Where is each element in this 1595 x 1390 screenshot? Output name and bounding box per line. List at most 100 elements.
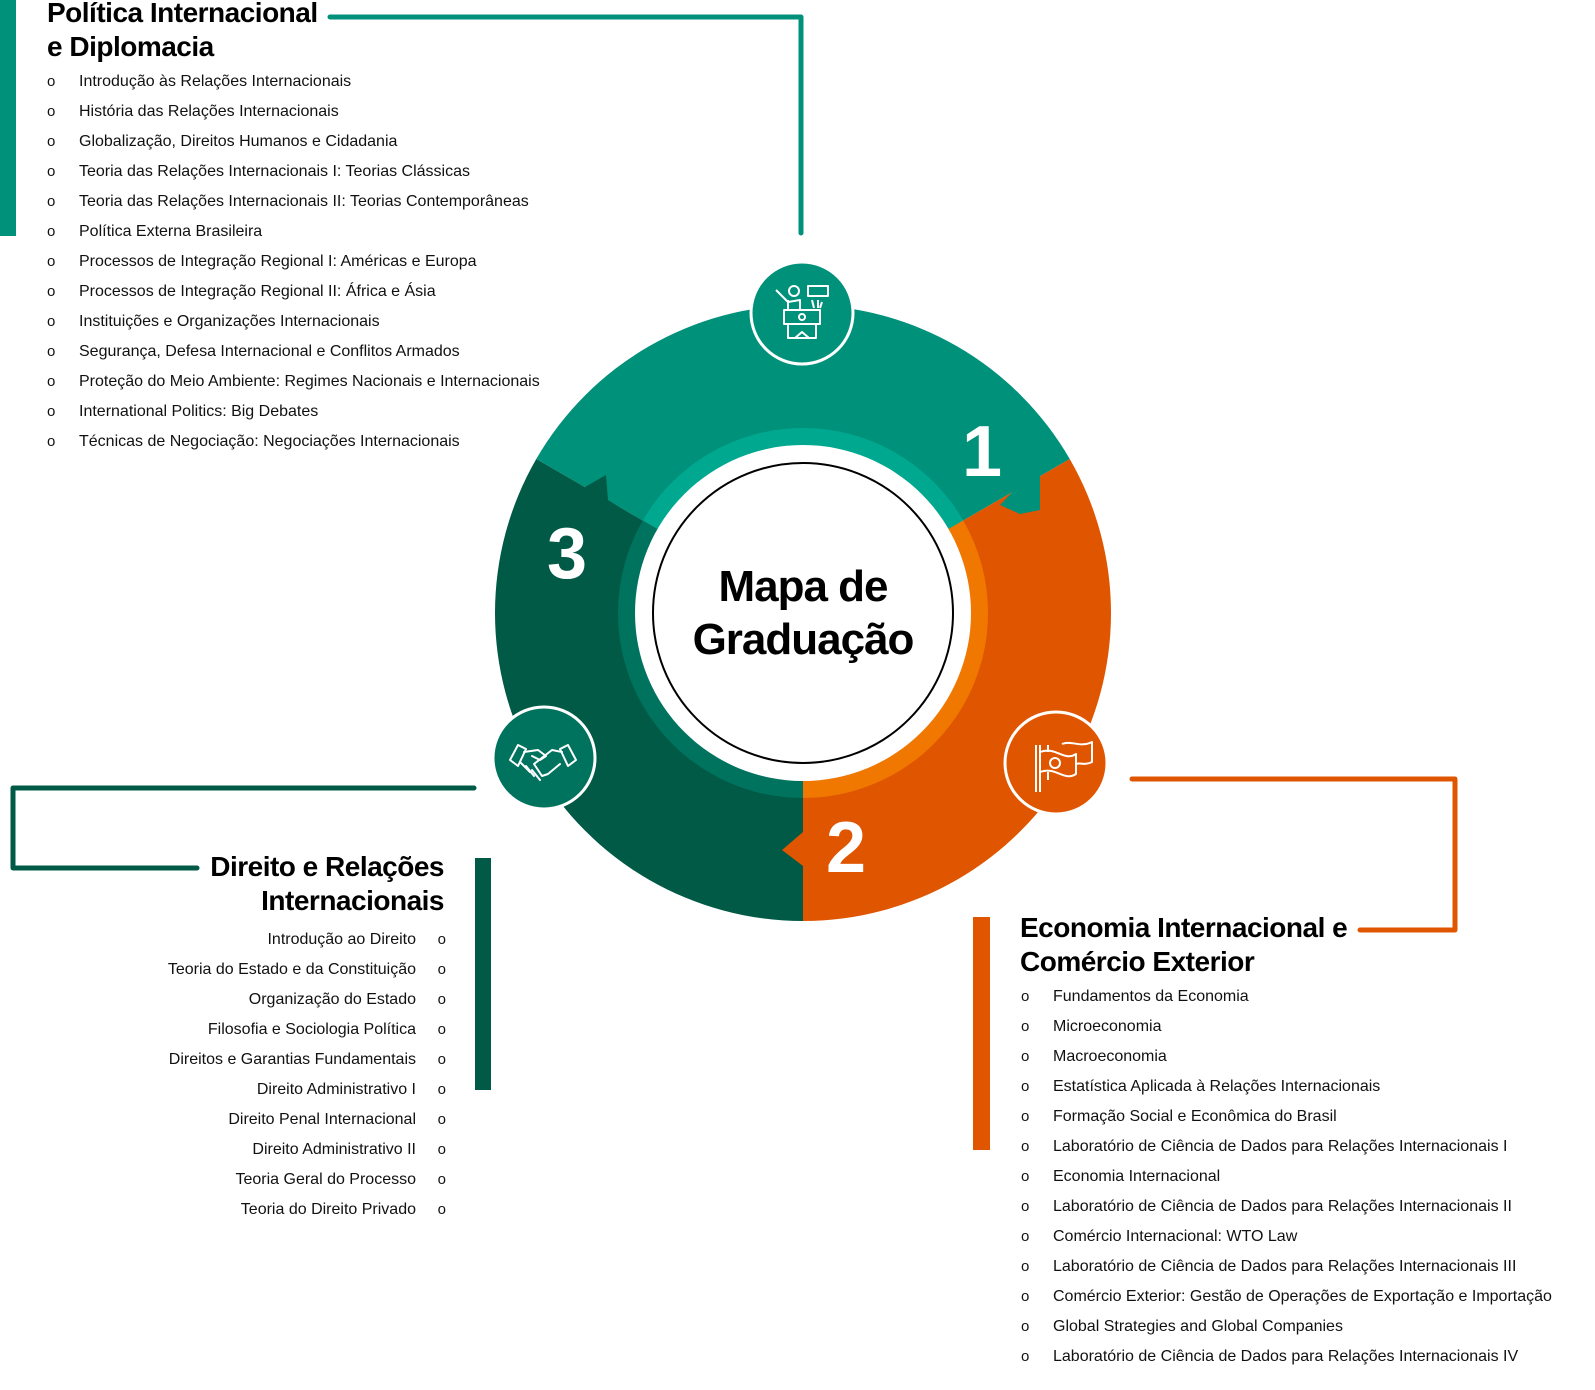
course-item: o Microeconomia	[1021, 1012, 1552, 1042]
segment-number-3: 3	[547, 514, 588, 594]
course-item: o Introdução ao Direito	[100, 925, 446, 955]
course-name: Laboratório de Ciência de Dados para Rel…	[1053, 1138, 1508, 1155]
course-item: o International Politics: Big Debates	[47, 397, 540, 427]
bullet-icon: o	[1021, 1018, 1030, 1035]
course-name: Direito Penal Internacional	[228, 1111, 416, 1128]
course-item: o Processos de Integração Regional I: Amé…	[47, 247, 540, 277]
bullet-icon: o	[437, 1051, 446, 1068]
course-name: Teoria do Direito Privado	[240, 1201, 416, 1218]
bullet-icon: o	[1021, 1048, 1030, 1065]
bullet-icon: o	[1021, 1348, 1030, 1365]
course-name: Microeconomia	[1053, 1018, 1162, 1035]
course-item: o Processos de Integração Regional II: Áf…	[47, 277, 540, 307]
bullet-icon: o	[437, 1111, 446, 1128]
course-item: o Global Strategies and Global Companies	[1021, 1312, 1552, 1342]
center-title-line1: Mapa de	[718, 562, 888, 611]
bullet-icon: o	[437, 961, 446, 978]
bullet-icon: o	[1021, 1228, 1030, 1245]
bullet-icon: o	[1021, 1138, 1030, 1155]
bullet-icon: o	[437, 1141, 446, 1158]
bullet-icon: o	[1021, 988, 1030, 1005]
course-item: o Teoria do Estado e da Constituição	[100, 955, 446, 985]
bullet-icon: o	[47, 103, 56, 120]
segment-number-2: 2	[826, 808, 867, 888]
bullet-icon: o	[47, 313, 56, 330]
bullet-icon: o	[47, 373, 56, 390]
flag-icon	[1003, 710, 1109, 816]
bullet-icon: o	[1021, 1108, 1030, 1125]
segment-1-inner-ring	[642, 427, 964, 533]
course-name: Laboratório de Ciência de Dados para Rel…	[1053, 1258, 1517, 1275]
course-name: Global Strategies and Global Companies	[1053, 1318, 1343, 1335]
course-name: Economia Internacional	[1053, 1168, 1221, 1185]
section-title-direito: Direito e Relações Internacionais	[144, 850, 444, 918]
course-name: Estatística Aplicada à Relações Internac…	[1053, 1078, 1381, 1095]
course-item: o Teoria das Relações Internacionais I: T…	[47, 157, 540, 187]
orange-connector	[1129, 776, 1458, 933]
course-name: História das Relações Internacionais	[79, 103, 339, 120]
course-item: o História das Relações Internacionais	[47, 97, 540, 127]
course-name: Política Externa Brasileira	[79, 223, 263, 240]
course-name: Introdução às Relações Internacionais	[79, 73, 352, 90]
section-title-line: Direito e Relações	[210, 851, 444, 882]
course-name: Teoria das Relações Internacionais I: Te…	[79, 163, 471, 180]
bullet-icon: o	[437, 931, 446, 948]
course-name: Processos de Integração Regional II: Áfr…	[79, 283, 436, 300]
center-outline	[652, 462, 954, 764]
course-name: Introdução ao Direito	[267, 931, 416, 948]
course-name: Laboratório de Ciência de Dados para Rel…	[1053, 1348, 1519, 1365]
course-item: o Laboratório de Ciência de Dados para Re…	[1021, 1342, 1552, 1372]
section-title-economia: Economia Internacional e Comércio Exteri…	[1020, 911, 1348, 979]
course-name: Proteção do Meio Ambiente: Regimes Nacio…	[79, 373, 540, 390]
center-title: Mapa de Graduação	[653, 560, 953, 666]
bullet-icon: o	[47, 403, 56, 420]
course-name: Direito Administrativo I	[256, 1081, 416, 1098]
section-title-politica: Política Internacional e Diplomacia	[47, 0, 318, 64]
bullet-icon: o	[47, 253, 56, 270]
segment-2-inner-ring	[803, 520, 989, 798]
teal-accent-bar	[0, 0, 16, 236]
course-name: International Politics: Big Debates	[79, 403, 319, 420]
segment-1-politica[interactable]	[536, 304, 1070, 533]
bullet-icon: o	[1021, 1288, 1030, 1305]
bullet-icon: o	[1021, 1168, 1030, 1185]
course-name: Comércio Internacional: WTO Law	[1053, 1228, 1298, 1245]
course-name: Processos de Integração Regional I: Amér…	[79, 253, 477, 270]
bullet-icon: o	[47, 73, 56, 90]
bullet-icon: o	[47, 433, 56, 450]
bullet-icon: o	[47, 193, 56, 210]
course-name: Direitos e Garantias Fundamentais	[168, 1051, 416, 1068]
section-title-line: e Diplomacia	[47, 31, 214, 62]
segment-notch	[1000, 470, 1040, 514]
course-name: Laboratório de Ciência de Dados para Rel…	[1053, 1198, 1512, 1215]
course-name: Globalização, Direitos Humanos e Cidadan…	[79, 133, 398, 150]
section-title-line: Economia Internacional e	[1020, 912, 1348, 943]
dark-green-accent-bar	[475, 858, 491, 1090]
bullet-icon: o	[47, 283, 56, 300]
bullet-icon: o	[1021, 1318, 1030, 1335]
course-item: o Direitos e Garantias Fundamentais	[100, 1045, 446, 1075]
bullet-icon: o	[1021, 1078, 1030, 1095]
segment-number-1: 1	[962, 412, 1003, 492]
bullet-icon: o	[437, 1171, 446, 1188]
center-white-disc	[635, 445, 971, 781]
course-name: Técnicas de Negociação: Negociações Inte…	[79, 433, 460, 450]
bullet-icon: o	[437, 1021, 446, 1038]
section-title-line: Política Internacional	[47, 0, 318, 28]
course-name: Teoria do Estado e da Constituição	[167, 961, 416, 978]
course-name: Macroeconomia	[1053, 1048, 1167, 1065]
bullet-icon: o	[47, 163, 56, 180]
